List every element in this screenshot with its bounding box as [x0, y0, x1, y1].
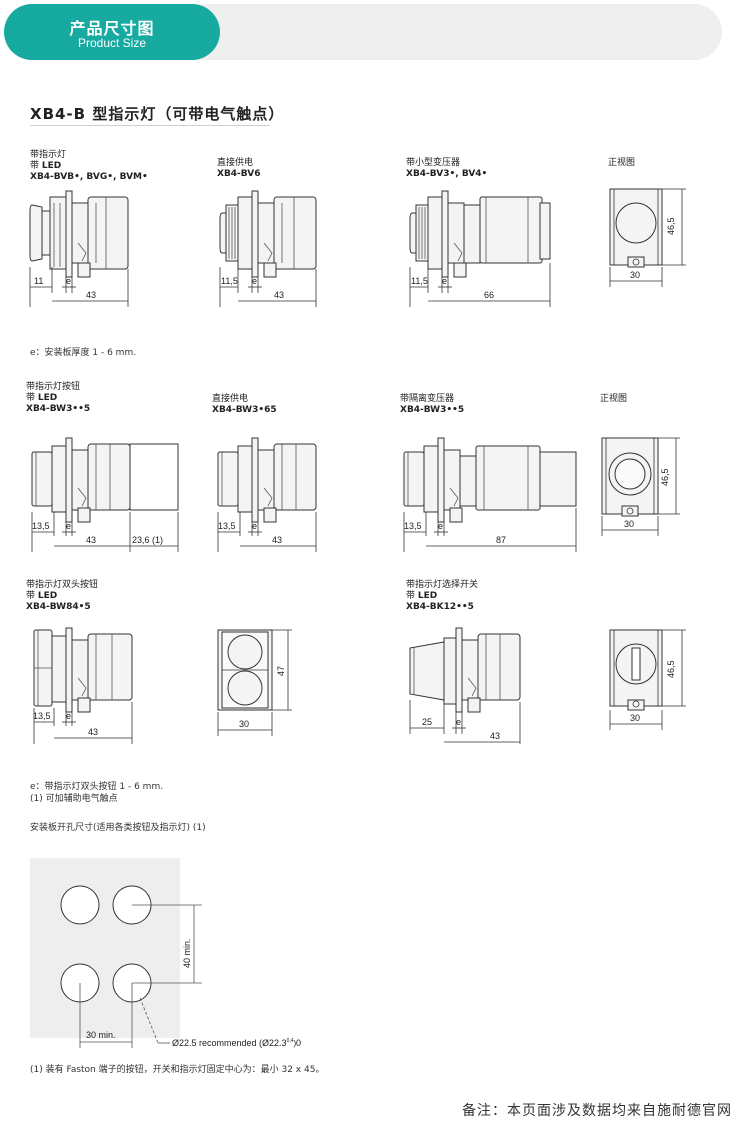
header-title-cn: 产品尺寸图 [69, 19, 155, 38]
dim-r1-4-width: 30 [630, 270, 640, 280]
dim-r2-2-e: e [252, 521, 257, 531]
cutout-dim-horizontal: 30 min. [86, 1030, 116, 1040]
label-r1-2: 直接供电 XB4-BV6 [217, 158, 261, 179]
dim-r1-1-left: 11 [34, 276, 43, 286]
cutout-drawing: 40 min. 30 min. Ø22.5 recommended (Ø22.3… [30, 858, 301, 1048]
header-title-en: Product Size [77, 36, 147, 50]
cutout-title: 安装板开孔尺寸(适用各类按钮及指示灯) (1) [30, 823, 206, 833]
drawing-r1-2: 11,5 e 43 [219, 190, 317, 307]
dim-r3-3-e: e [456, 717, 461, 727]
drawing-r3-1: 13,5 e 43 [33, 627, 133, 744]
dim-r2-4-width: 30 [624, 519, 634, 529]
drawing-r3-4: 46,5 30 [609, 629, 686, 730]
dim-r3-1-left: 13,5 [33, 711, 51, 721]
note-r3-2: (1) 可加辅助电气触点 [30, 794, 118, 804]
dim-r3-4-height: 46,5 [666, 660, 676, 678]
dim-r1-3-e: e [442, 276, 447, 286]
dim-r1-2-e: e [252, 276, 257, 286]
dim-r1-2-left: 11,5 [221, 276, 238, 286]
header-tab: 产品尺寸图 Product Size [4, 4, 220, 60]
drawing-r1-3: 11,5 e 66 [409, 190, 551, 307]
dim-r2-3-left: 13,5 [404, 521, 422, 531]
label-r1-1: 带指示灯 带 LED XB4-BVB•, BVG•, BVM• [30, 150, 148, 182]
dim-r2-2-left: 13,5 [218, 521, 236, 531]
title-underline [30, 125, 270, 126]
dim-r1-4-height: 46,5 [666, 217, 676, 235]
dim-r2-1-length: 43 [86, 535, 96, 545]
dim-r1-1-e: e [66, 276, 71, 286]
drawing-r2-1: 13,5 e 43 23,6 (1) [31, 437, 179, 552]
dim-r2-3-e: e [438, 521, 443, 531]
dim-r3-1-e: e [66, 711, 71, 721]
dim-r3-2-width: 30 [239, 719, 249, 729]
label-r3-3: 带指示灯选择开关 带 LED XB4-BK12••5 [406, 580, 479, 612]
drawing-r2-2: 13,5 e 43 [217, 437, 317, 552]
label-r2-2: 直接供电 XB4-BW3•65 [212, 394, 277, 415]
dim-r3-3-left: 25 [422, 717, 432, 727]
drawing-r3-2: 47 30 [217, 629, 292, 736]
note-r1: e：安装板厚度 1 - 6 mm. [30, 348, 137, 358]
note-r3-1: e：带指示灯双头按钮 1 - 6 mm. [30, 782, 164, 792]
cutout-dim-diameter: Ø22.5 recommended (Ø22.30,4) [172, 1038, 297, 1048]
dim-r2-3-length: 87 [496, 535, 506, 545]
dim-r2-1-left: 13,5 [32, 521, 50, 531]
label-r2-3: 带隔离变压器 XB4-BW3••5 [400, 394, 465, 415]
cutout-note: (1) 装有 Faston 端子的按钮，开关和指示灯固定中心为：最小 32 x … [30, 1065, 325, 1075]
drawing-r1-1: 11 e 43 [29, 190, 129, 307]
drawing-r1-4: 46,5 30 [609, 188, 686, 287]
dim-r3-2-height: 47 [276, 666, 286, 676]
cutout-dim-vertical: 40 min. [182, 938, 192, 968]
dim-r1-2-length: 43 [274, 290, 284, 300]
footer-note: 备注：本页面涉及数据均来自施耐德官网 [462, 1103, 732, 1119]
label-r1-4: 正视图 [608, 158, 636, 168]
dim-r1-1-length: 43 [86, 290, 96, 300]
dim-r1-3-left: 11,5 [411, 276, 428, 286]
drawing-r3-3: 25 e 43 [409, 627, 521, 744]
label-r3-1: 带指示灯双头按钮 带 LED XB4-BW84•5 [26, 580, 99, 612]
page-title: XB4-B 型指示灯（可带电气触点） [30, 105, 285, 123]
cutout-dim-tol-lower: 0 [296, 1038, 301, 1048]
dim-r2-1-e: e [66, 521, 71, 531]
dim-r2-2-length: 43 [272, 535, 282, 545]
dim-r1-3-length: 66 [484, 290, 494, 300]
dim-r3-4-width: 30 [630, 713, 640, 723]
label-r2-4: 正视图 [600, 394, 628, 404]
drawing-r2-4: 46,5 30 [601, 437, 680, 536]
dim-r3-1-length: 43 [88, 727, 98, 737]
label-r1-3: 带小型变压器 XB4-BV3•, BV4• [406, 158, 488, 179]
drawing-r2-3: 13,5 e 87 [403, 437, 577, 552]
dim-r3-3-length: 43 [490, 731, 500, 741]
label-r2-1: 带指示灯按钮 带 LED XB4-BW3••5 [26, 382, 91, 414]
dim-r2-4-height: 46,5 [660, 468, 670, 486]
dim-r2-1-extra: 23,6 (1) [132, 535, 163, 545]
